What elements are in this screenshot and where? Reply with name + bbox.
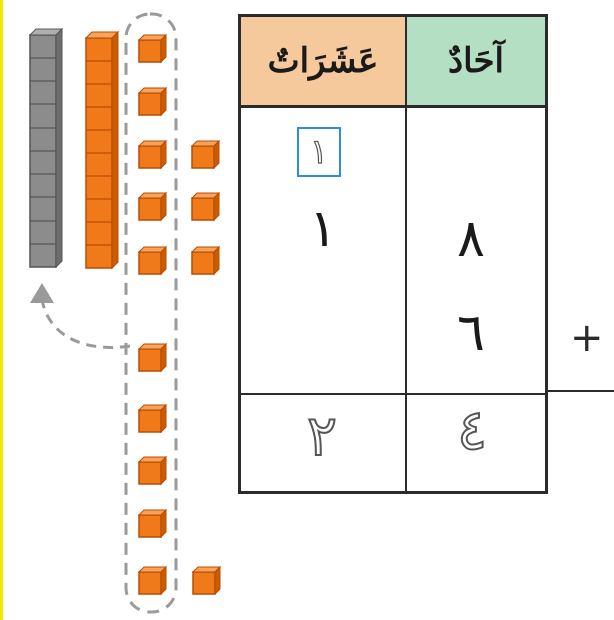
place-value-table: عَشَرَاتٌ آحَادٌ ١ ١ ٨ ٦ ٢ ٤ <box>238 14 548 494</box>
orange-ten-rod <box>84 30 120 270</box>
unit-cubes-addend-2 <box>138 343 167 595</box>
gray-ten-rod <box>28 27 64 269</box>
header-divider <box>241 105 545 108</box>
sum-ones-digit[interactable]: ٤ <box>456 398 488 463</box>
page-edge <box>0 0 3 620</box>
regroup-outline <box>124 12 178 614</box>
addend1-ones-digit: ٨ <box>457 209 485 269</box>
regroup-arrow <box>30 283 131 349</box>
unit-cubes-addend-1 <box>138 34 167 275</box>
sum-line-extension <box>548 390 614 392</box>
sum-line <box>241 393 545 395</box>
unit-cubes-remaining <box>191 140 221 595</box>
plus-sign: + <box>570 315 604 361</box>
addend1-tens-digit: ١ <box>309 199 337 259</box>
sum-tens-digit[interactable]: ٢ <box>306 404 338 469</box>
column-divider <box>405 17 407 491</box>
addend2-ones-digit: ٦ <box>457 303 485 363</box>
carry-digit: ١ <box>309 132 329 172</box>
ones-header: آحَادٌ <box>407 17 545 105</box>
tens-header: عَشَرَاتٌ <box>241 17 405 105</box>
carry-box[interactable]: ١ <box>297 127 341 177</box>
